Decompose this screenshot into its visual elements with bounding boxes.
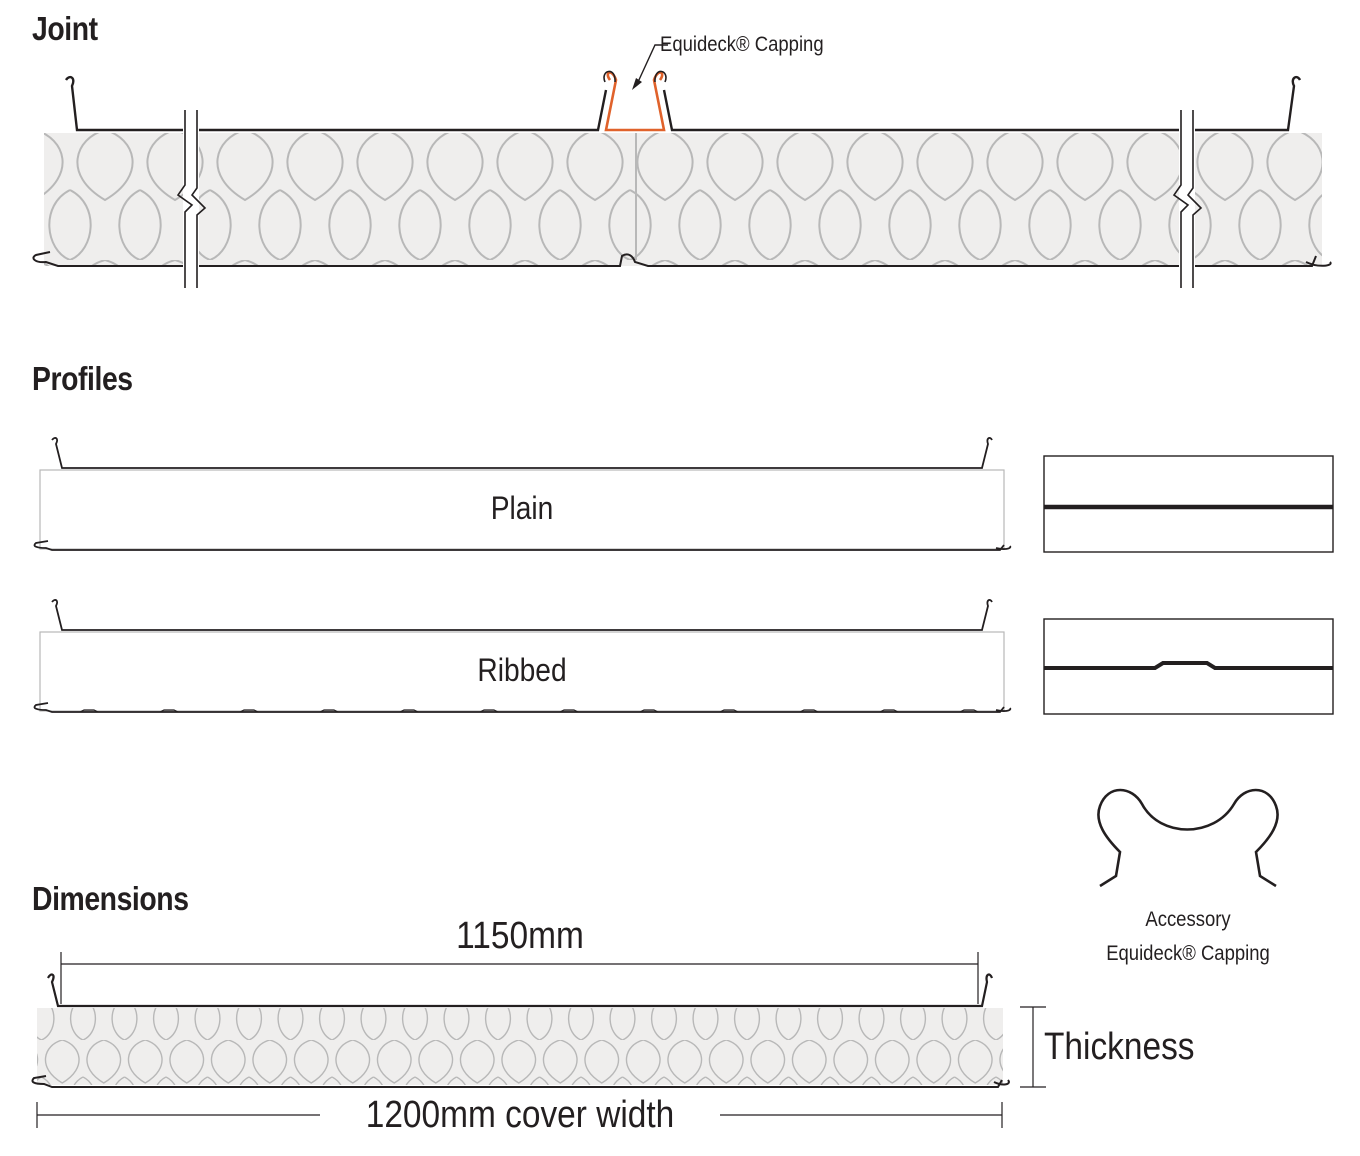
dimension-panel — [31, 973, 1010, 1088]
ribbed-minor-ribs — [79, 709, 979, 713]
joint-left-top-skin — [65, 75, 608, 132]
dimension-cover-width: 1200mm cover width — [365, 1094, 675, 1136]
capping-label: Equideck® Capping — [660, 33, 824, 56]
dimensions-heading: Dimensions — [32, 880, 189, 917]
joint-heading: Joint — [32, 10, 98, 47]
dimension-top-width: 1150mm — [456, 915, 584, 957]
joint-bottom-skin — [32, 251, 1332, 267]
joint-panel-assembly — [32, 44, 1332, 288]
accessory-label-line1: Accessory — [1145, 908, 1231, 931]
profile-ribbed-panel — [33, 599, 1012, 713]
profile-ribbed-section-detail — [1043, 618, 1334, 715]
capping-leader-line — [637, 44, 668, 83]
profile-plain-label: Plain — [490, 490, 554, 526]
joint-right-top-skin — [662, 75, 1302, 132]
profiles-heading: Profiles — [32, 360, 133, 397]
joint-capping-profile — [604, 71, 666, 132]
dimension-thickness: Thickness — [1044, 1026, 1195, 1068]
accessory-label-line2: Equideck® Capping — [1106, 942, 1270, 965]
joint-break-line-left — [176, 110, 207, 288]
profile-plain-panel — [33, 437, 1012, 551]
capping-leader-arrowhead — [632, 78, 642, 90]
joint-break-line-right — [1172, 110, 1203, 288]
joint-capping-seam — [603, 70, 667, 83]
accessory-capping-drawing — [1097, 788, 1279, 888]
dimension-lines — [36, 952, 1046, 1128]
profile-ribbed-label: Ribbed — [477, 652, 567, 688]
profile-plain-section-detail — [1043, 455, 1334, 553]
joint-insulation-core — [44, 133, 1322, 266]
